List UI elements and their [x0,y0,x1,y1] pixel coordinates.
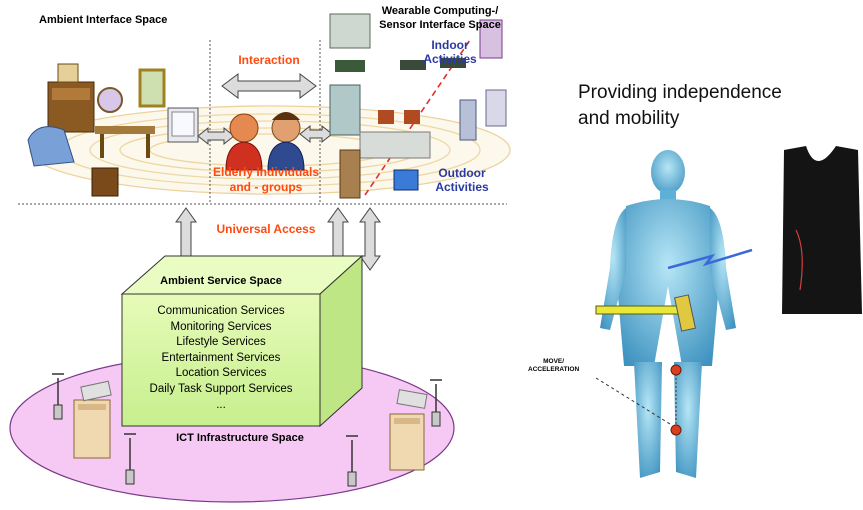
interaction-label: Interaction [238,53,300,67]
elderly-user-woman [225,113,263,171]
wearable-interface-label: Wearable Computing-/ Sensor Interface Sp… [379,5,501,31]
wearable-scene [329,13,507,199]
service-item: Lifestyle Services [176,336,266,349]
sensor-upper [670,364,682,376]
service-item: Communication Services [157,305,285,317]
outdoor-activities-label: Outdoor Activities [435,166,489,194]
wearable-vest [782,146,862,314]
access-arrows [175,207,381,271]
ict-infrastructure-label: ICT Infrastructure Space [176,432,304,444]
service-item: Location Services [175,367,267,380]
indoor-activities-label: Indoor Activities [423,38,477,66]
human-body-figure [570,150,770,492]
service-item: Entertainment Services [161,351,281,364]
elderly-individuals-label: Elderly Individuals and - groups [212,165,320,194]
ambient-interface-label: Ambient Interface Space [39,14,168,26]
elderly-user-man [267,112,305,171]
wireless-signal [667,248,753,270]
ambient-service-box [120,254,364,428]
universal-access-label: Universal Access [216,222,316,236]
service-item: Daily Task Support Services [149,382,293,395]
service-item: ... [216,398,226,411]
move-acceleration-label: MOVE/ ACCELERATION [528,358,580,373]
right-heading: Providing independence and mobility [578,82,782,129]
sensor-lower [670,424,682,436]
acceleration-pointer [595,377,671,425]
services-list: Communication Services Monitoring Servic… [122,304,320,413]
ambient-furniture [27,63,199,197]
belt-device [674,294,696,332]
ict-devices [52,373,442,487]
interaction-arrow [221,73,317,99]
belt [595,305,689,315]
service-item: Monitoring Services [170,320,272,333]
ambient-service-label: Ambient Service Space [160,275,282,287]
